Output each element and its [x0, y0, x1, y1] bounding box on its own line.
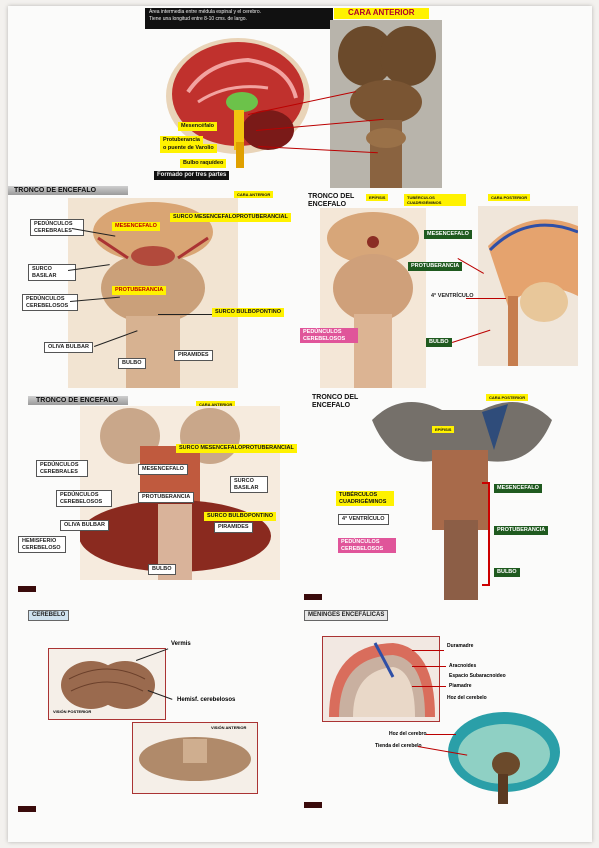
p3-oliva-bulbar: OLIVA BULBAR — [60, 520, 109, 531]
panel4-title: TRONCO DEL ENCEFALO — [312, 394, 359, 409]
pointer-line — [412, 686, 446, 687]
page-marker — [18, 586, 36, 592]
meninges-title: MENINGES ENCEFÁLICAS — [304, 610, 389, 621]
meninges-aracnoides: Aracnoides — [449, 663, 477, 669]
panel2-tag: CARA POSTERIOR — [488, 194, 531, 201]
meninges-tienda: Tienda del cerebelo — [375, 743, 422, 749]
page-marker — [304, 802, 322, 808]
p3-piramides: PIRAMIDES — [214, 522, 253, 533]
panel3-tag: CARA ANTERIOR — [196, 401, 236, 408]
p3-hemisferio: HEMISFERIO CEREBELOSO — [18, 536, 66, 553]
p1-pedunculos-cerebrales: PEDÚNCULOS CEREBRALES — [30, 219, 84, 236]
pointer-line — [158, 314, 212, 315]
p4-bulbo: BULBO — [494, 568, 520, 577]
meninges-duramadre: Duramadre — [447, 643, 474, 649]
panel1-header-bar — [8, 186, 128, 195]
panel2-title: TRONCO DEL ENCEFALO — [308, 193, 355, 208]
p3-bulbo: BULBO — [148, 564, 176, 575]
p2-protuberancia: PROTUBERANCIA — [408, 262, 463, 271]
panel1-tag: CARA ANTERIOR — [234, 191, 274, 198]
p4-mesencefalo: MESENCEFALO — [494, 484, 542, 493]
cerebelo-vermis: Vermis — [171, 641, 191, 647]
cerebelo-vision-anterior: VISIÓN ANTERIOR — [211, 725, 247, 730]
pointer-line — [412, 650, 444, 651]
panel2-tuberculos: TUBÉRCULOS CUADRIGÉMINOS — [404, 194, 466, 206]
meninges-espacio: Espacio Subaracnoideo — [449, 673, 506, 679]
sagittal-brain-drawing — [478, 206, 578, 366]
sagittal-meninges-drawing — [448, 712, 560, 804]
p4-tuberculos: TUBÉRCULOS CUADRIGÉMINOS — [336, 491, 394, 506]
top-mesencefalo-label: Mesencéfalo — [178, 122, 218, 131]
meninges-hoz-cerebelo: Hoz del cerebelo — [447, 695, 487, 701]
p4-protuberancia: PROTUBERANCIA — [494, 526, 549, 535]
p1-mesencefalo: MESENCEFALO — [112, 222, 160, 231]
pointer-line — [412, 666, 446, 667]
intro-notes: Área intermedia entre médula espinal y e… — [145, 8, 333, 29]
meninges-box — [322, 636, 440, 722]
note-2: Tiene una longitud entre 8-10 cms. de la… — [149, 16, 247, 22]
panel1-title: TRONCO DE ENCEFALO — [14, 187, 97, 194]
note-1: Área intermedia entre médula espinal y e… — [149, 9, 262, 15]
p1-protuberancia: PROTUBERANCIA — [112, 286, 167, 295]
panel4-epifisis: EPÍFISIS — [432, 426, 455, 433]
brainstem-anterior-photo — [330, 20, 442, 188]
cara-anterior-header: CARA ANTERIOR — [334, 8, 429, 19]
p2-mesencefalo: MESENCEFALO — [424, 230, 472, 239]
page-marker — [304, 594, 322, 600]
brainstem-posterior-3d — [372, 402, 552, 600]
page-marker — [18, 806, 36, 812]
top-protuberancia-label: Protuberancia — [160, 136, 203, 145]
meninges-hoz-cerebro: Hoz del cerebro — [389, 731, 427, 737]
p2-ventriculo: 4° VENTRÍCULO — [431, 293, 474, 299]
cerebellum-posterior-drawing — [61, 661, 155, 709]
p3-surco-mesencefalo: SURCO MESENCEFALOPROTUBERANCIAL — [176, 444, 297, 453]
p3-protuberancia: PROTUBERANCIA — [138, 492, 195, 503]
p3-pedunculos-cerebelosos: PEDÚNCULOS CEREBELOSOS — [56, 490, 112, 507]
cerebelo-title: CEREBELO — [28, 610, 70, 621]
cerebellum-anterior-drawing — [139, 737, 251, 781]
p1-bulbo: BULBO — [118, 358, 146, 369]
p2-bulbo: BULBO — [426, 338, 452, 347]
p3-surco-basilar: SURCO BASILAR — [230, 476, 268, 493]
p1-oliva-bulbar: OLIVA BULBAR — [44, 342, 93, 353]
p3-pedunculos-cerebrales: PEDÚNCULOS CEREBRALES — [36, 460, 88, 477]
cerebelo-posterior-box — [48, 648, 166, 720]
panel3-title: TRONCO DE ENCEFALO — [36, 397, 119, 404]
panel4-tag: CARA POSTERIOR — [486, 394, 529, 401]
brainstem-posterior-drawing — [320, 208, 426, 388]
cerebelo-vision-posterior: VISIÓN POSTERIOR — [53, 709, 92, 714]
pointer-line — [466, 298, 506, 299]
p1-surco-basilar: SURCO BASILAR — [28, 264, 76, 281]
p4-ventriculo: 4° VENTRÍCULO — [338, 514, 389, 525]
p1-surco-mesencefalo: SURCO MESENCEFALOPROTUBERANCIAL — [170, 213, 291, 222]
p1-piramides: PIRAMIDES — [174, 350, 213, 361]
p2-pedunculos: PEDÚNCULOS CEREBELOSOS — [300, 328, 358, 343]
p1-pedunculos-cerebelosos: PEDÚNCULOS CEREBELOSOS — [22, 294, 78, 311]
panel3-header-bar — [28, 396, 128, 405]
cerebelo-hemisf: Hemisf. cerebelosos — [177, 697, 236, 703]
top-bulbo-label: Bulbo raquídeo — [180, 159, 227, 168]
p3-mesencefalo: MESENCEFALO — [138, 464, 188, 475]
region-bracket — [482, 482, 490, 586]
panel2-epifisis: EPÍFISIS — [366, 194, 389, 201]
p4-pedunculos: PEDÚNCULOS CEREBELOSOS — [338, 538, 396, 553]
meninges-drawing — [329, 642, 435, 717]
pointer-line — [426, 734, 456, 735]
anatomy-sheet: Área intermedia entre médula espinal y e… — [8, 6, 592, 842]
top-puente-label: o puente de Varolio — [160, 144, 217, 153]
p3-surco-bulbopontino: SURCO BULBOPONTINO — [204, 512, 276, 521]
top-formado-label: Formado por tres partes — [154, 171, 230, 180]
p1-surco-bulbopontino: SURCO BULBOPONTINO — [212, 308, 284, 317]
cerebelo-anterior-box — [132, 722, 258, 794]
meninges-piamadre: Piamadre — [449, 683, 472, 689]
